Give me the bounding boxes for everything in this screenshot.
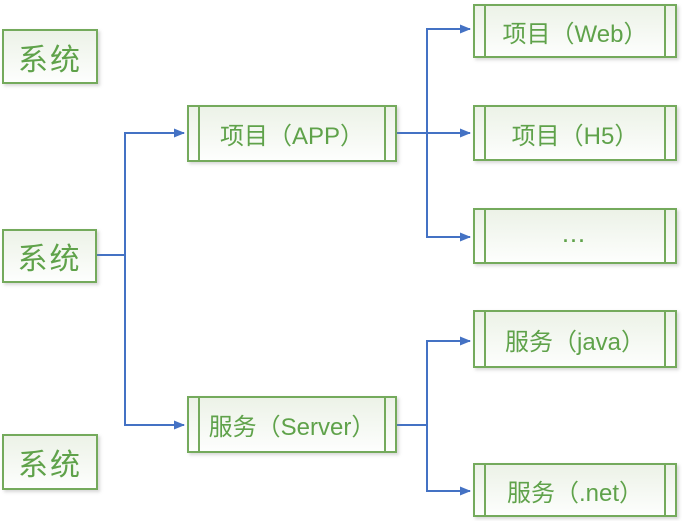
node-service-java: 服务（java）: [473, 310, 677, 368]
node-server: 服务（Server）: [187, 396, 397, 453]
node-more: ...: [473, 208, 677, 264]
node-project-h5: 项目（H5）: [473, 105, 677, 161]
node-system-bottom: 系统: [2, 434, 98, 490]
node-service-net: 服务（.net）: [473, 463, 677, 517]
node-project-app: 项目（APP）: [187, 105, 397, 162]
node-system-top: 系统: [2, 29, 98, 84]
node-system-mid: 系统: [2, 229, 97, 283]
node-project-web: 项目（Web）: [473, 4, 677, 58]
